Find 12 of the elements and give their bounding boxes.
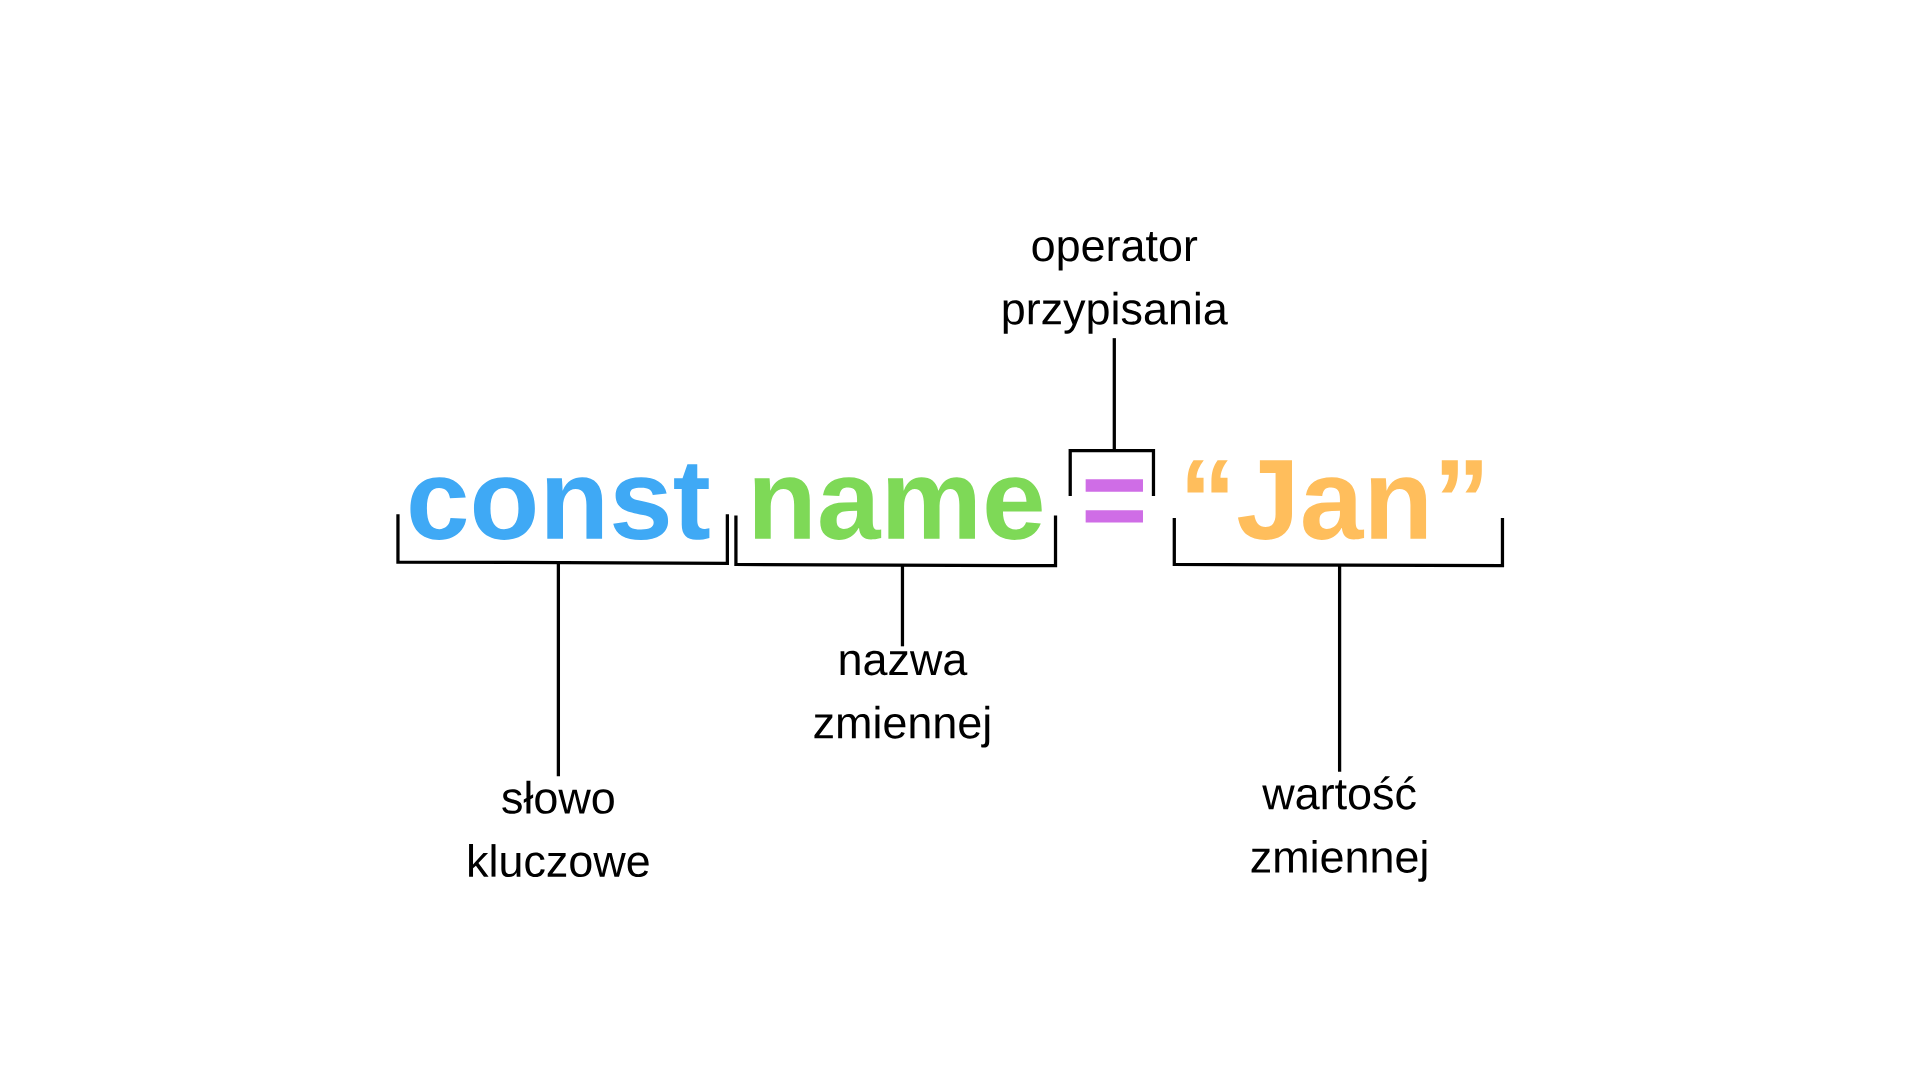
leader-line xyxy=(1337,564,1342,772)
code-keyword: const xyxy=(410,464,710,540)
annotation-label: wartość zmiennej xyxy=(1251,776,1427,882)
annotation-label: słowo kluczowe xyxy=(469,780,649,878)
code-variable-name: name xyxy=(754,477,1042,540)
code-string-value: “Jan” xyxy=(1187,460,1482,540)
leader-line xyxy=(1112,338,1116,451)
annotation-label: operator przypisania xyxy=(1003,232,1228,334)
leader-line xyxy=(556,563,560,777)
annotation-label: nazwa zmiennej xyxy=(814,650,990,748)
code-operator: = xyxy=(1085,479,1143,523)
leader-line xyxy=(900,564,905,647)
